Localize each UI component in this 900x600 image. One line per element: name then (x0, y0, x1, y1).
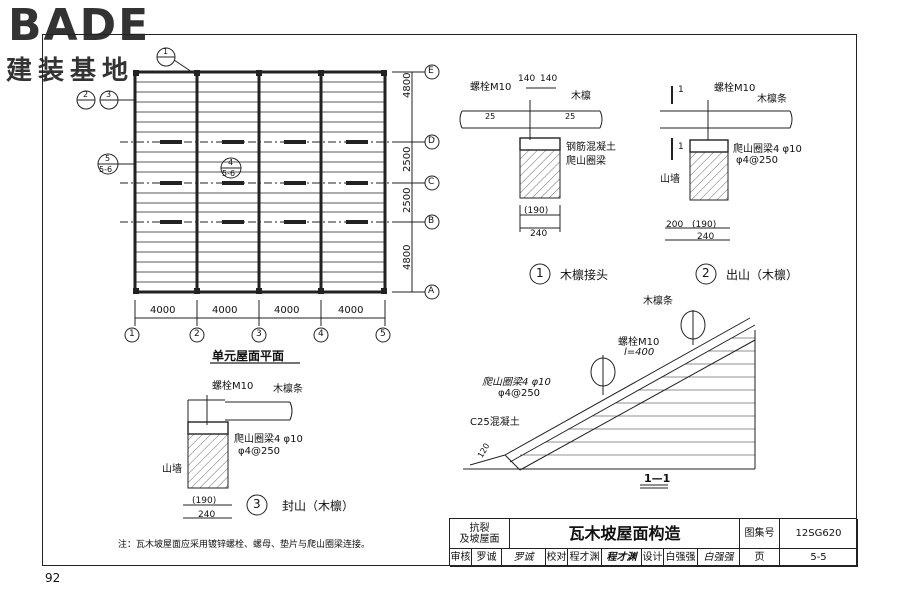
detail-3-drawing (183, 395, 293, 519)
detail2-stirrup-label: φ4@250 (736, 155, 779, 166)
detail2-bolt-label: 螺栓M10 (714, 83, 756, 94)
title-block: 抗裂 及坡屋面 瓦木坡屋面构造 图集号 12SG620 审核 罗诚 罗诚 校对 … (449, 518, 858, 567)
sheet-page-number: 5-5 (780, 549, 858, 567)
callout-4-top: 4 (228, 158, 234, 167)
callout-5-bottom: 5-6 (99, 165, 113, 174)
brand-subtitle: 建装基地 (6, 56, 135, 86)
axis-label-a: A (428, 286, 435, 296)
detail2-w200: 200 (666, 220, 684, 230)
section-bolt-length: l=400 (624, 347, 655, 358)
plan-dim-y1: 4800 (402, 72, 413, 98)
axis-label-1: 1 (129, 329, 135, 339)
drawing-title: 瓦木坡屋面构造 (510, 519, 740, 549)
axis-label-3: 3 (256, 329, 262, 339)
page-label: 页 (740, 549, 780, 567)
detail3-w190: (190) (192, 496, 217, 506)
detail1-bolt-label: 螺栓M10 (470, 82, 512, 93)
axis-label-4: 4 (318, 329, 324, 339)
footnote: 注：瓦木坡屋面应采用镀锌螺栓、螺母、垫片与爬山圈梁连接。 (118, 540, 371, 550)
design-label: 设计 (642, 549, 664, 567)
section-bolt-label: 螺栓M10 (618, 337, 660, 348)
plan-dim-x4: 4000 (338, 305, 364, 316)
title-block-category: 抗裂 及坡屋面 (450, 519, 510, 549)
plan-dim-x2: 4000 (212, 305, 238, 316)
callout-4-bottom: 5-6 (222, 169, 236, 178)
detail3-wall-label: 山墙 (162, 464, 182, 475)
detail1-beam-label1: 钢筋混凝土 (566, 142, 616, 153)
detail2-cut-top: 1 (678, 85, 684, 95)
detail2-purlin-label: 木檩条 (757, 94, 787, 105)
check-label: 校对 (546, 549, 568, 567)
checker-name: 程才渊 (568, 549, 602, 567)
brand-logo: BADE (8, 0, 151, 51)
plan-dim-y4: 4800 (402, 244, 413, 270)
axis-label-d: D (428, 136, 435, 146)
category-line2: 及坡屋面 (459, 533, 500, 545)
axis-label-e: E (428, 66, 434, 76)
detail1-d25a: 25 (485, 112, 496, 121)
detail1-title: 木檩接头 (560, 268, 609, 282)
detail1-beam-label2: 爬山圈梁 (566, 156, 606, 167)
page-number: 92 (45, 571, 61, 585)
detail2-title: 出山（木檩） (726, 268, 799, 282)
detail2-w240: 240 (697, 232, 715, 242)
detail1-dim-a: 140 (518, 74, 536, 84)
detail3-beam-label: 爬山圈梁4 φ10 (234, 434, 303, 445)
plan-dim-y2: 2500 (402, 146, 413, 172)
detail3-w240: 240 (198, 510, 216, 520)
detail3-number: 3 (253, 497, 261, 511)
detail3-stirrup-label: φ4@250 (238, 446, 281, 457)
designer-signature: 白强强 (698, 549, 740, 567)
axis-label-5: 5 (380, 329, 386, 339)
detail3-purlin-label: 木檩条 (273, 384, 303, 395)
section-stirrup-label: φ4@250 (498, 388, 541, 399)
section-1-1-drawing (463, 310, 756, 489)
designer-name: 白强强 (664, 549, 698, 567)
axis-label-b: B (428, 216, 435, 226)
axis-label-c: C (428, 177, 435, 187)
callout-5-top: 5 (105, 154, 111, 163)
section-concrete-label: C25混凝土 (470, 417, 520, 428)
detail1-w240: 240 (530, 229, 548, 239)
section-title: 1—1 (644, 472, 671, 485)
section-beam-label: 爬山圈梁4 φ10 (482, 377, 551, 388)
plan-title: 单元屋面平面 (212, 349, 285, 363)
plan-dim-x3: 4000 (274, 305, 300, 316)
detail1-d25b: 25 (565, 112, 576, 121)
review-label: 审核 (450, 549, 472, 567)
detail2-beam-label: 爬山圈梁4 φ10 (733, 144, 802, 155)
axis-label-2: 2 (194, 329, 200, 339)
callout-1-top: 1 (163, 47, 169, 56)
detail2-wall-label: 山墙 (660, 174, 680, 185)
detail1-purlin-label: 木檩 (571, 91, 591, 102)
detail2-w190: (190) (692, 220, 717, 230)
detail1-number: 1 (536, 266, 544, 280)
detail-2-drawing (660, 86, 793, 285)
callout-3-top: 3 (106, 90, 112, 99)
detail-1-drawing (459, 87, 603, 285)
detail1-dim-b: 140 (540, 74, 558, 84)
plan-dim-x1: 4000 (150, 305, 176, 316)
section-purlin-label: 木檩条 (643, 296, 673, 307)
category-line1: 抗裂 (469, 522, 490, 534)
checker-signature: 程才渊 (602, 549, 642, 567)
plan-dim-y3: 2500 (402, 187, 413, 213)
atlas-number: 12SG620 (780, 519, 858, 549)
detail3-title: 封山（木檩） (282, 499, 355, 513)
detail3-bolt-label: 螺栓M10 (212, 381, 254, 392)
reviewer-name: 罗诚 (472, 549, 502, 567)
reviewer-signature: 罗诚 (502, 549, 546, 567)
detail2-number: 2 (702, 266, 710, 280)
detail2-cut-bottom: 1 (678, 142, 684, 152)
callout-2-top: 2 (83, 90, 89, 99)
detail1-w190: (190) (524, 206, 549, 216)
atlas-label: 图集号 (740, 519, 780, 549)
